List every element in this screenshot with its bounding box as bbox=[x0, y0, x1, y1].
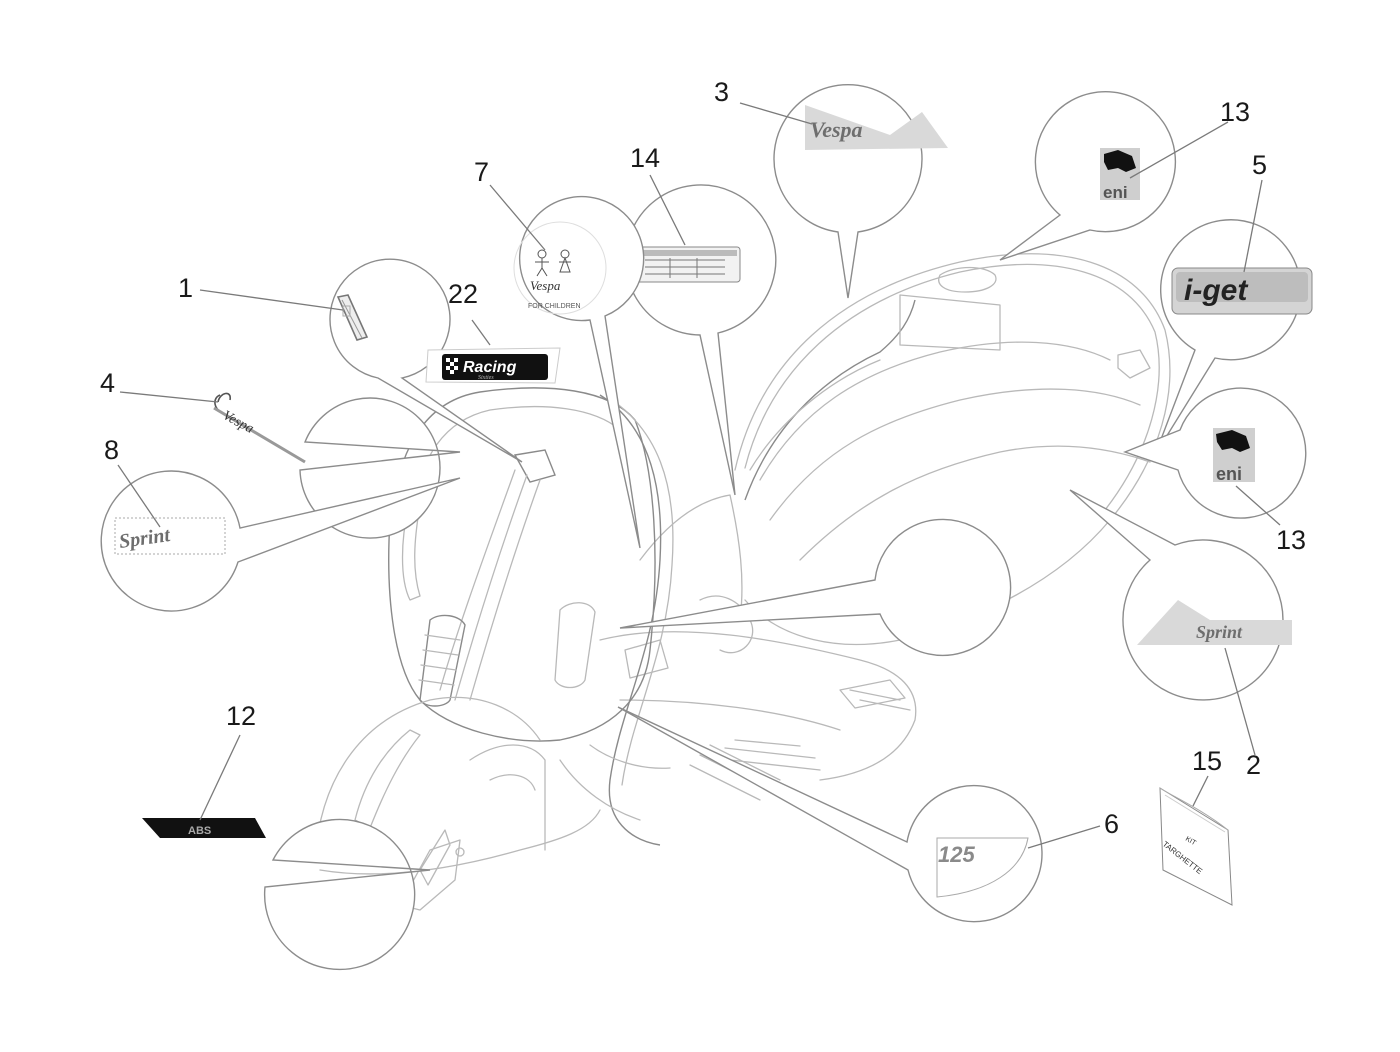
svg-text:Vespa: Vespa bbox=[220, 408, 256, 437]
callout-bubble-6: 125 bbox=[617, 706, 1043, 923]
callout-numbers: 3 13 5 14 7 1 22 4 8 13 12 15 2 6 bbox=[100, 77, 1306, 839]
eni-logo-icon: eni bbox=[1100, 148, 1140, 202]
svg-text:eni: eni bbox=[1103, 183, 1128, 202]
callout-bubble-8: Sprint bbox=[100, 470, 461, 612]
leader-lines bbox=[117, 102, 1281, 849]
callout-number-1: 1 bbox=[178, 273, 193, 303]
callout-number-3: 3 bbox=[714, 77, 729, 107]
callout-bubble-14 bbox=[625, 184, 777, 496]
abs-decal-text: ABS bbox=[188, 825, 211, 837]
tyre-pressure-label-icon bbox=[634, 246, 741, 283]
svg-text:Racing: Racing bbox=[463, 359, 517, 376]
callout-number-12: 12 bbox=[226, 701, 256, 731]
callout-bubble-5: i-get bbox=[1154, 219, 1313, 456]
callout-number-14: 14 bbox=[630, 143, 660, 173]
callout-number-13-right: 13 bbox=[1276, 525, 1306, 555]
callout-bubble-12: ABS bbox=[142, 818, 431, 971]
callout-bubble-7: Vespa FOR CHILDREN bbox=[513, 195, 645, 549]
plates-kit-envelope: KIT TARGHETTE bbox=[1159, 787, 1233, 906]
eni-logo-icon: eni bbox=[1213, 428, 1255, 484]
children-figures-icon bbox=[535, 249, 571, 277]
callout-number-2: 2 bbox=[1246, 750, 1261, 780]
callout-number-22: 22 bbox=[448, 279, 478, 309]
svg-text:FOR CHILDREN: FOR CHILDREN bbox=[528, 303, 581, 310]
callout-number-5: 5 bbox=[1252, 150, 1267, 180]
callout-number-8: 8 bbox=[104, 435, 119, 465]
callout-number-13: 13 bbox=[1220, 97, 1250, 127]
callout-number-15: 15 bbox=[1192, 746, 1222, 776]
scooter-drawing bbox=[314, 253, 1171, 911]
vespa-side-decal-text: Vespa bbox=[810, 117, 863, 142]
callout-bubble-13-right: eni bbox=[1122, 387, 1307, 519]
svg-text:Sixties: Sixties bbox=[478, 375, 494, 381]
piaggio-shield-icon bbox=[336, 294, 369, 341]
callout-number-4: 4 bbox=[100, 368, 115, 398]
svg-text:eni: eni bbox=[1216, 464, 1242, 484]
callout-bubble-3: Vespa bbox=[773, 84, 948, 299]
callout-number-7: 7 bbox=[474, 157, 489, 187]
sprint-side-decal-text: Sprint bbox=[1196, 622, 1243, 642]
svg-text:KIT: KIT bbox=[1184, 836, 1198, 848]
callout-bubble-13-top: eni bbox=[999, 91, 1177, 261]
checkered-flag-icon bbox=[446, 358, 458, 374]
svg-text:Vespa: Vespa bbox=[530, 278, 561, 293]
vespa-emblem-icon: Vespa bbox=[213, 392, 306, 464]
iget-badge-text: i-get bbox=[1184, 274, 1249, 307]
displacement-decal-text: 125 bbox=[938, 842, 975, 867]
callout-bubble-empty bbox=[619, 518, 1012, 657]
callout-number-6: 6 bbox=[1104, 809, 1119, 839]
callout-bubble-2: Sprint bbox=[1069, 489, 1292, 701]
racing-decal: Racing Sixties bbox=[425, 347, 561, 384]
